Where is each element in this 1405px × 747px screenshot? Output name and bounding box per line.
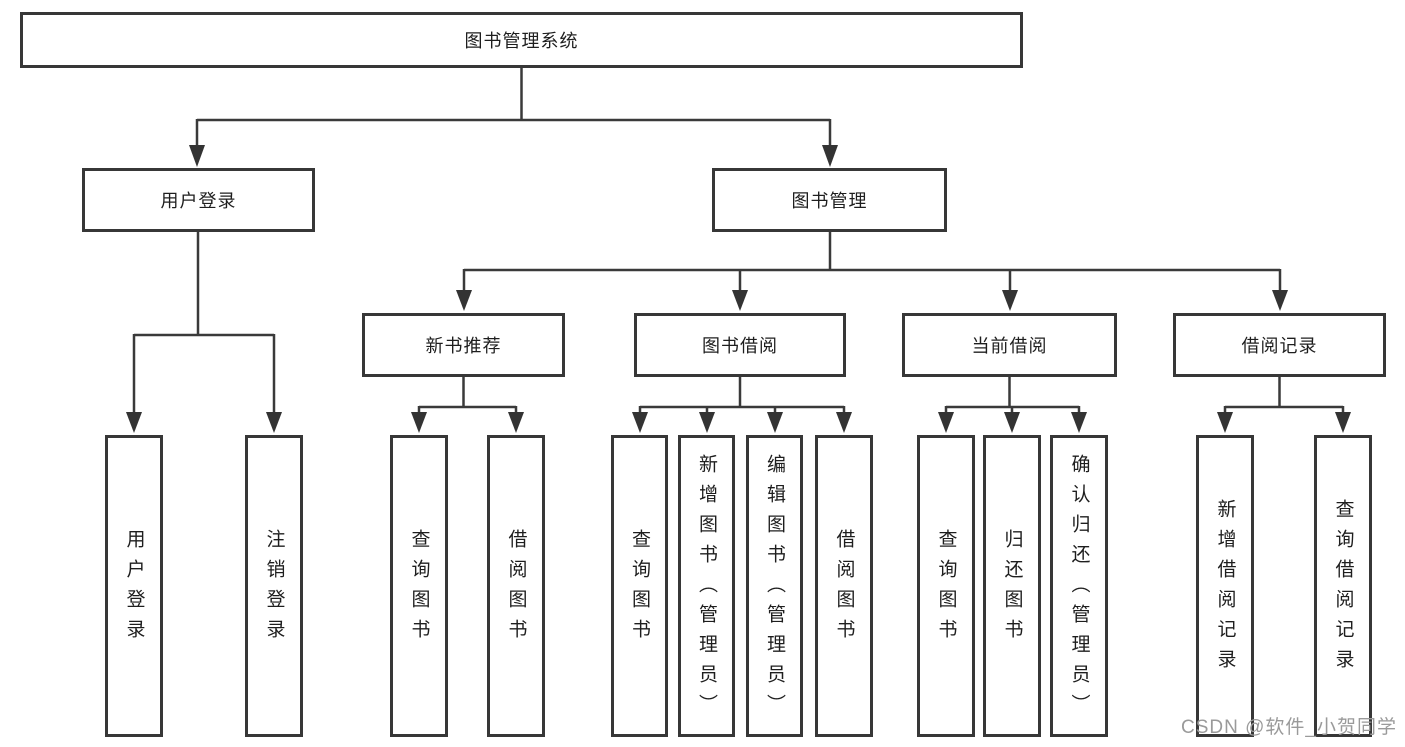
node-leaf-add-borrow-record: 新增借阅记录 bbox=[1196, 435, 1254, 737]
node-leaf-borrow-books-2: 借阅图书 bbox=[815, 435, 873, 737]
current-borrowing-branch-line bbox=[944, 376, 1081, 414]
node-current-borrowing: 当前借阅 bbox=[902, 313, 1117, 377]
node-leaf-query-books-1: 查询图书 bbox=[390, 435, 448, 737]
node-new-book-recommendation: 新书推荐 bbox=[362, 313, 565, 377]
node-leaf-user-login: 用户登录 bbox=[105, 435, 163, 737]
node-leaf-return-books: 归还图书 bbox=[983, 435, 1041, 737]
node-leaf-query-borrow-record: 查询借阅记录 bbox=[1314, 435, 1372, 737]
node-leaf-query-books-3: 查询图书 bbox=[917, 435, 975, 737]
node-book-borrowing: 图书借阅 bbox=[634, 313, 846, 377]
user-login-branch-line bbox=[132, 231, 276, 414]
node-leaf-logout: 注销登录 bbox=[245, 435, 303, 737]
new-book-rec-branch-line bbox=[417, 376, 518, 414]
arrowheads bbox=[126, 145, 1351, 433]
node-leaf-add-books-admin: 新增图书（管理员） bbox=[678, 435, 735, 737]
node-leaf-confirm-return-admin: 确认归还（管理员） bbox=[1050, 435, 1108, 737]
node-root: 图书管理系统 bbox=[20, 12, 1023, 68]
root-branch-line bbox=[195, 67, 832, 147]
csdn-watermark: CSDN @软件_小贺同学 bbox=[1181, 717, 1397, 738]
node-borrowing-records: 借阅记录 bbox=[1173, 313, 1386, 377]
node-user-login: 用户登录 bbox=[82, 168, 315, 232]
borrowing-records-branch-line bbox=[1223, 376, 1345, 414]
book-borrowing-branch-line bbox=[638, 376, 846, 414]
node-book-management: 图书管理 bbox=[712, 168, 947, 232]
node-leaf-query-books-2: 查询图书 bbox=[611, 435, 668, 737]
node-leaf-edit-books-admin: 编辑图书（管理员） bbox=[746, 435, 803, 737]
book-management-branch-line bbox=[462, 231, 1282, 291]
node-leaf-borrow-books-1: 借阅图书 bbox=[487, 435, 545, 737]
